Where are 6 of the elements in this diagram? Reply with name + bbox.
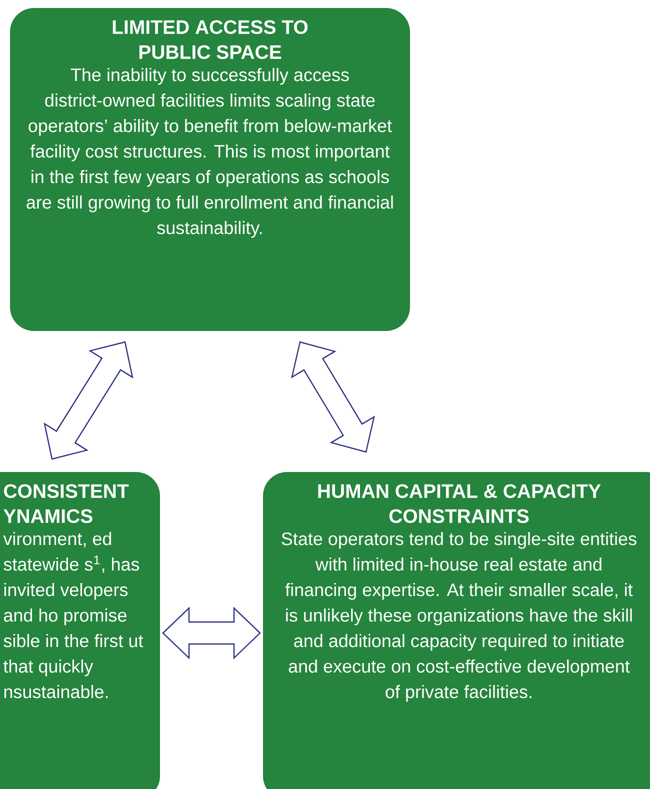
process-box: CONSISTENT YNAMICS vironment, ed statewide s$^{1}$, has invited velopers and ho promise sible in the first ut that quickly nsustainable. — [0, 472, 160, 789]
double-arrow — [291, 341, 375, 453]
process-box: HUMAN CAPITAL & CAPACITY CONSTRAINTS State operators tend to be single-site entities with limited in-house real estate and financing expertise. At their smaller scale, it is unlikely these organizations have the skill and additional capacity required to initiate and execute on cost-effective development of private facilities. — [263, 472, 650, 789]
double-arrow — [162, 606, 261, 660]
double-arrow — [44, 341, 134, 460]
process-box: LIMITED ACCESS TO PUBLIC SPACE The inability to successfully access district-owned facilities limits scaling state operators’ ability to benefit from below-market facility cost structures. This is most important in the first few years of operations as schools are still growing to full enrollment and financial sustainability. — [10, 8, 410, 331]
